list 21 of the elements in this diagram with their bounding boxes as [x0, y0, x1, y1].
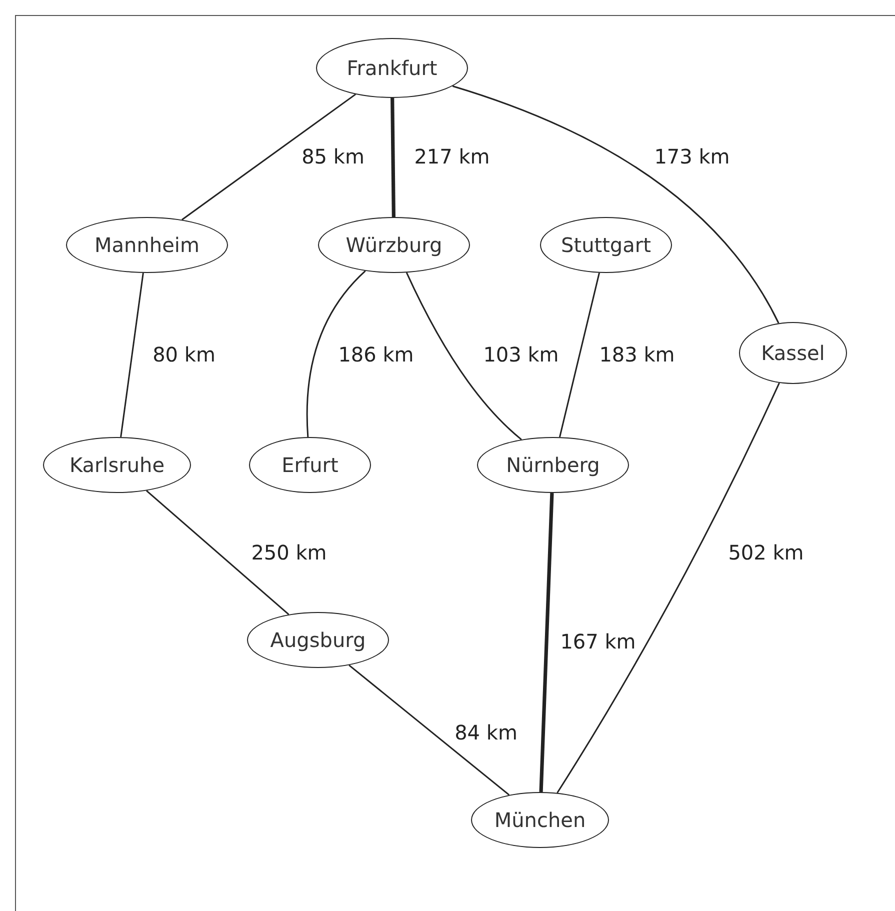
connector-line — [559, 272, 600, 438]
city-name: Karlsruhe — [69, 452, 165, 479]
city-name: Nürnberg — [506, 452, 600, 479]
city-name: München — [494, 807, 586, 834]
connector-line — [348, 664, 510, 796]
city-name: Kassel — [761, 340, 825, 367]
connector-line — [390, 98, 396, 218]
city-name: Frankfurt — [346, 55, 438, 82]
connector-line — [539, 492, 554, 792]
connector-line — [146, 490, 290, 616]
connector-line — [556, 382, 780, 794]
city-name: Mannheim — [94, 232, 200, 259]
city-name: Würzburg — [346, 232, 442, 259]
connector-line — [182, 94, 356, 220]
connector-line — [406, 272, 522, 440]
connector-line — [452, 85, 780, 324]
city-name: Stuttgart — [561, 232, 651, 259]
connector-line — [120, 272, 144, 438]
city-name: Erfurt — [282, 452, 338, 479]
connector-line — [306, 270, 366, 438]
city-name: Augsburg — [270, 627, 366, 654]
